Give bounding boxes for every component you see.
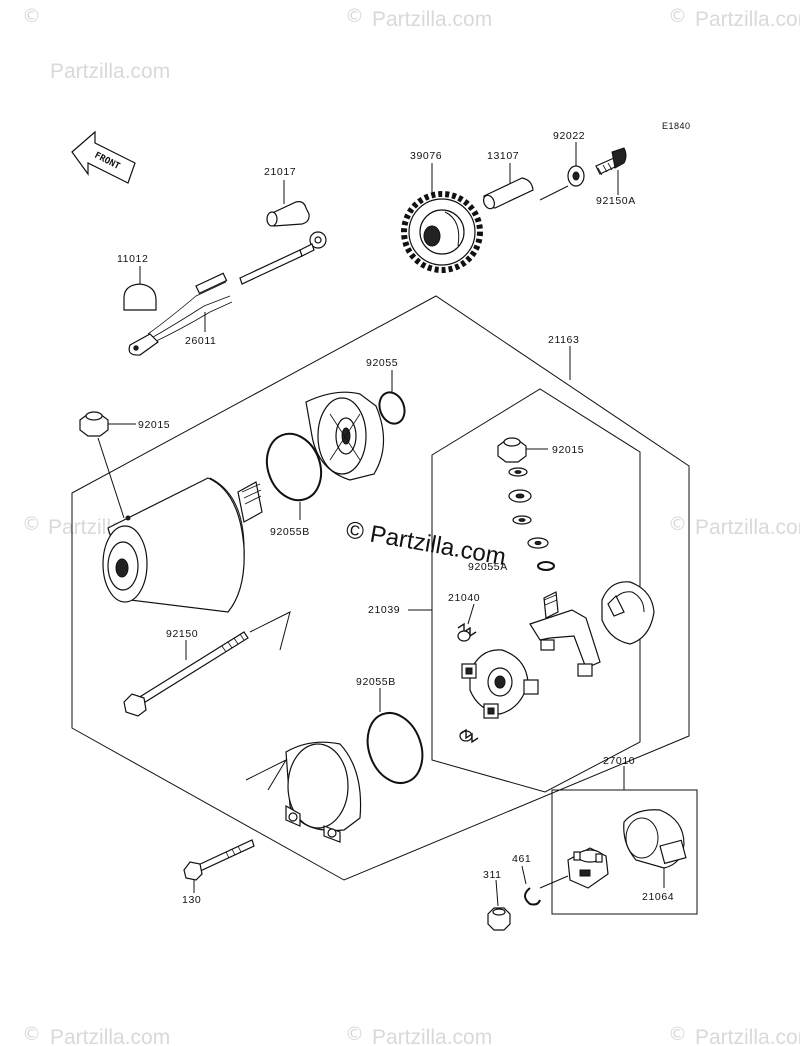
- subassembly-outline-21039: [431, 388, 641, 793]
- label-92150[interactable]: 92150: [166, 628, 198, 640]
- part-21064-cover[interactable]: [623, 809, 687, 888]
- label-92055A[interactable]: 92055A: [468, 561, 508, 573]
- label-92055B-top[interactable]: 92055B: [270, 526, 310, 538]
- part-rear-cover[interactable]: [245, 741, 362, 843]
- part-92055A-oring[interactable]: [537, 561, 555, 571]
- svg-text:©: ©: [668, 5, 687, 27]
- label-92055[interactable]: 92055: [366, 357, 398, 369]
- part-92150-bolt[interactable]: [123, 611, 291, 717]
- label-92022[interactable]: 92022: [553, 130, 585, 142]
- label-11012[interactable]: 11012: [117, 253, 148, 265]
- watermark-top-left: © Partzilla.com: [22, 5, 170, 83]
- label-21163[interactable]: 21163: [548, 334, 579, 346]
- part-92055B-oring-bottom[interactable]: [358, 705, 431, 790]
- label-92015-outer[interactable]: 92015: [138, 419, 170, 431]
- part-26011-harness[interactable]: [128, 272, 233, 356]
- part-21017-cap[interactable]: [266, 180, 310, 227]
- label-92055B-bottom[interactable]: 92055B: [356, 676, 396, 688]
- part-92022-washer[interactable]: [539, 142, 585, 201]
- part-terminal-bracket[interactable]: [529, 591, 601, 677]
- svg-text:©: ©: [22, 5, 41, 27]
- label-27010[interactable]: 27010: [603, 755, 635, 767]
- part-starter-motor[interactable]: [102, 477, 263, 613]
- label-21064[interactable]: 21064: [642, 891, 674, 903]
- watermark-bottom-right: © Partzilla.com: [668, 1023, 800, 1046]
- part-92150A-bolt[interactable]: [595, 147, 627, 195]
- part-front-cover[interactable]: [305, 391, 385, 481]
- label-311[interactable]: 311: [483, 869, 502, 881]
- svg-text:©: ©: [668, 513, 687, 535]
- svg-text:©: ©: [22, 1023, 41, 1045]
- watermark-bottom-mid: © Partzilla.com: [345, 1023, 492, 1046]
- part-21040-spring[interactable]: [457, 603, 477, 642]
- part-92055-oring[interactable]: [375, 389, 408, 427]
- part-461-clip[interactable]: [521, 865, 541, 906]
- label-92015-inner[interactable]: 92015: [552, 444, 584, 456]
- svg-text:Partzilla.com: Partzilla.com: [695, 1026, 800, 1046]
- relay-outline-27010: [551, 789, 698, 915]
- svg-text:Partzilla.com: Partzilla.com: [50, 60, 170, 83]
- label-461[interactable]: 461: [512, 853, 531, 865]
- svg-text:Partzilla.com: Partzilla.com: [372, 1026, 492, 1046]
- part-11012-boot[interactable]: [123, 266, 157, 311]
- assembly-outline-21163: [71, 295, 690, 881]
- watermark-mid-right: © Partzilla.com: [668, 513, 800, 539]
- part-92015-inner-nut[interactable]: [497, 437, 548, 463]
- svg-text:Partzilla.com: Partzilla.com: [372, 8, 492, 31]
- label-39076[interactable]: 39076: [410, 150, 442, 162]
- svg-text:©: ©: [345, 1023, 364, 1045]
- svg-text:©: ©: [345, 5, 364, 27]
- diagram-code: E1840: [662, 121, 691, 131]
- part-92055B-oring-top[interactable]: [258, 426, 330, 508]
- label-92150A[interactable]: 92150A: [596, 195, 636, 207]
- front-arrow-icon: FRONT: [71, 130, 136, 184]
- svg-text:Partzilla.com: Partzilla.com: [695, 8, 800, 31]
- svg-text:Partzilla.com: Partzilla.com: [695, 516, 800, 539]
- watermark-bottom-left: © Partzilla.com: [22, 1023, 170, 1046]
- svg-text:©: ©: [22, 513, 41, 535]
- part-washer-stack[interactable]: [508, 467, 549, 549]
- part-brush-plate[interactable]: [461, 649, 539, 719]
- svg-text:Partzilla.com: Partzilla.com: [50, 1026, 170, 1046]
- part-relay-switch[interactable]: [539, 847, 609, 889]
- part-13107-shaft[interactable]: [482, 163, 534, 210]
- label-130[interactable]: 130: [182, 894, 201, 906]
- label-26011[interactable]: 26011: [185, 335, 216, 347]
- part-130-bolt[interactable]: [183, 839, 255, 893]
- part-39076-gear[interactable]: [401, 163, 483, 273]
- svg-text:©: ©: [668, 1023, 687, 1045]
- label-21017[interactable]: 21017: [264, 166, 296, 178]
- watermark-top-mid: © Partzilla.com: [345, 5, 492, 31]
- part-92015-nut[interactable]: [79, 411, 136, 519]
- part-spring-lower[interactable]: [459, 728, 479, 744]
- label-21039[interactable]: 21039: [368, 604, 400, 616]
- part-311-nut[interactable]: [487, 879, 511, 931]
- label-21040[interactable]: 21040: [448, 592, 480, 604]
- label-13107[interactable]: 13107: [487, 150, 519, 162]
- watermark-top-right: © Partzilla.com: [668, 5, 800, 31]
- part-brush-ring[interactable]: [601, 581, 655, 645]
- part-cable[interactable]: [239, 231, 327, 285]
